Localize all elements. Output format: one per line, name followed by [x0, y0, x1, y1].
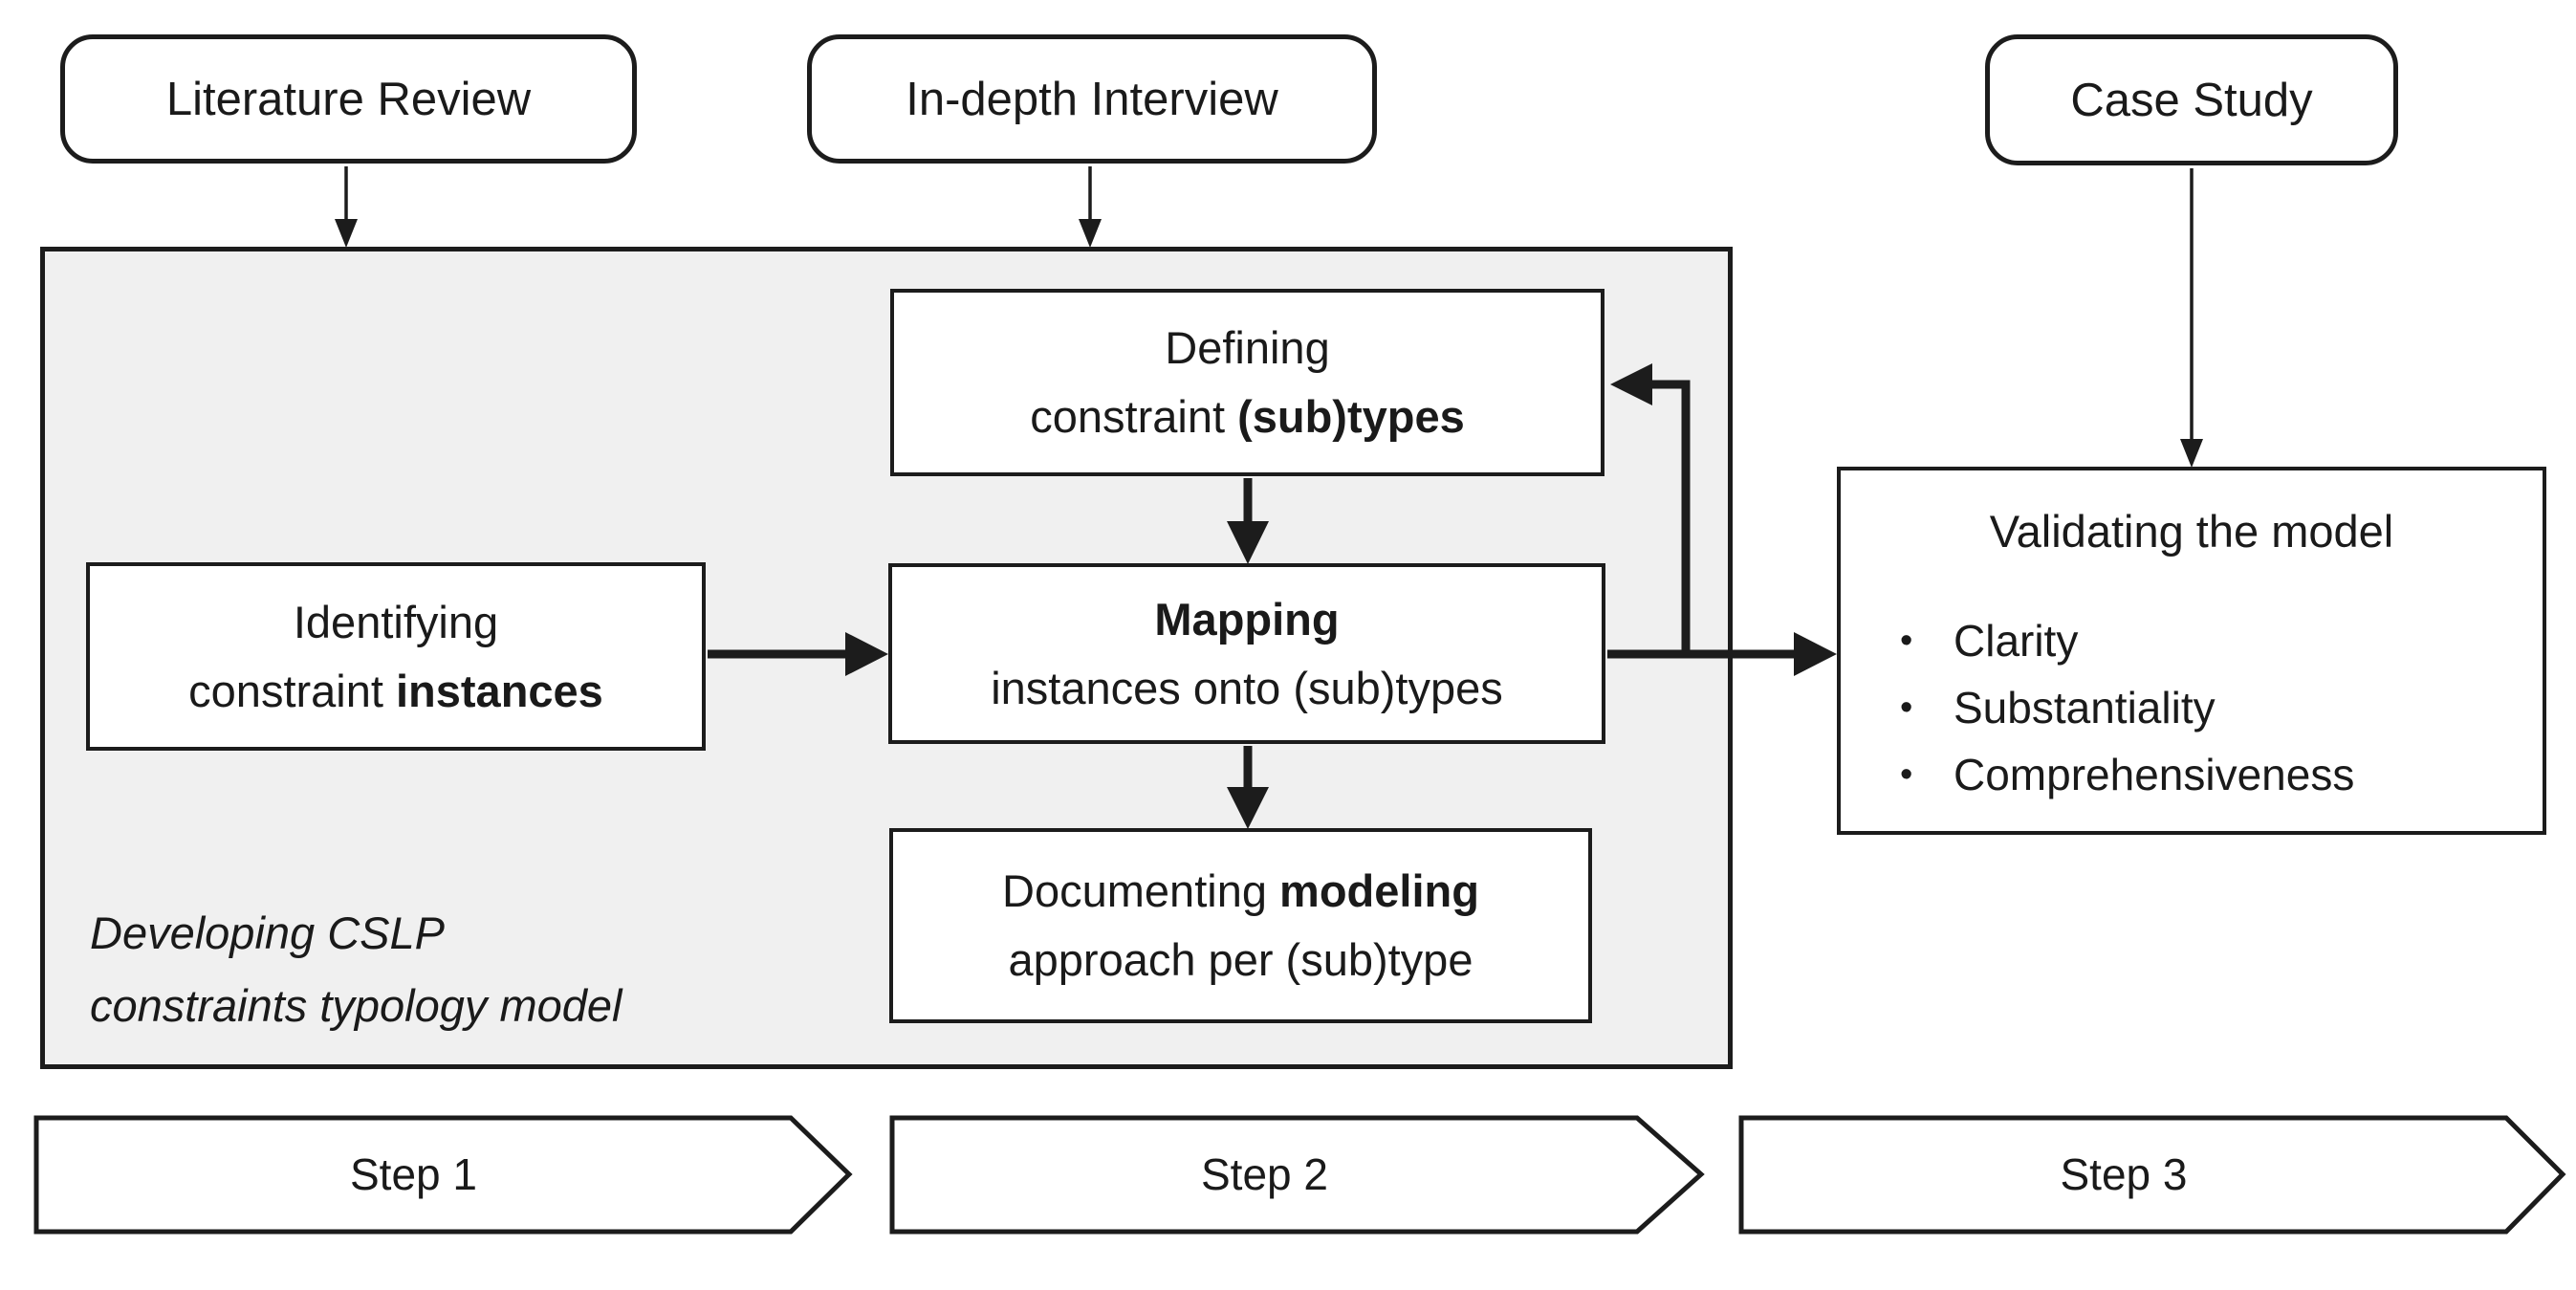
validating-title: Validating the model: [1989, 506, 2394, 557]
validating-bullet-label: Comprehensiveness: [1954, 750, 2355, 799]
arrow-interview-to-panel: [1079, 166, 1102, 248]
bullet-icon: •: [1900, 688, 1913, 728]
step1-label: Step 1: [350, 1149, 477, 1199]
documenting-approach-box: Documenting modeling approach per (sub)t…: [889, 828, 1592, 1023]
validating-model-box: Validating the model • Clarity • Substan…: [1837, 467, 2546, 835]
panel-caption: Developing CSLP constraints typology mod…: [90, 897, 622, 1042]
arrow-case-study-to-validating: [2180, 168, 2203, 468]
identifying-line1: Identifying: [293, 596, 499, 647]
validating-bullet-list: • Clarity • Substantiality • Comprehensi…: [1900, 607, 2354, 808]
panel-caption-line2: constraints typology model: [90, 980, 622, 1031]
in-depth-interview-box: In-depth Interview: [807, 34, 1377, 164]
literature-review-box: Literature Review: [60, 34, 637, 164]
validating-bullet-label: Clarity: [1954, 616, 2079, 666]
bullet-icon: •: [1900, 621, 1913, 661]
step3-chevron: [1738, 1115, 2566, 1235]
in-depth-interview-label: In-depth Interview: [906, 73, 1278, 125]
mapping-line1: Mapping: [1154, 593, 1340, 645]
case-study-box: Case Study: [1985, 34, 2398, 165]
defining-line2: constraint (sub)types: [1030, 391, 1465, 442]
bullet-icon: •: [1900, 754, 1913, 795]
arrow-literature-to-panel: [335, 166, 358, 248]
arrow-identifying-to-mapping: [708, 632, 888, 676]
arrow-defining-to-mapping: [1227, 478, 1269, 564]
step3-label: Step 3: [2060, 1149, 2188, 1199]
validating-bullet-item: • Comprehensiveness: [1900, 741, 2354, 808]
step1-chevron: [33, 1115, 853, 1235]
literature-review-label: Literature Review: [165, 73, 532, 125]
feedback-arrow-mapping-to-defining: [1610, 363, 1691, 654]
validating-bullet-item: • Clarity: [1900, 607, 2354, 674]
arrow-mapping-to-documenting: [1227, 746, 1269, 829]
validating-bullet-label: Substantiality: [1954, 683, 2216, 732]
identifying-instances-box: Identifying constraint instances: [86, 562, 706, 751]
validating-bullet-item: • Substantiality: [1900, 674, 2354, 741]
identifying-line2: constraint instances: [188, 665, 603, 716]
mapping-line2: instances onto (sub)types: [991, 662, 1503, 713]
documenting-line2: approach per (sub)type: [1008, 934, 1474, 985]
defining-line1: Defining: [1165, 322, 1330, 373]
defining-subtypes-box: Defining constraint (sub)types: [890, 289, 1605, 476]
mapping-instances-box: Mapping instances onto (sub)types: [888, 563, 1605, 744]
step2-chevron: [889, 1115, 1705, 1235]
documenting-line1: Documenting modeling: [1002, 865, 1479, 916]
panel-caption-line1: Developing CSLP: [90, 907, 445, 958]
arrow-mapping-to-validating: [1607, 632, 1837, 676]
step2-label: Step 2: [1201, 1149, 1328, 1199]
case-study-label: Case Study: [2070, 74, 2313, 126]
